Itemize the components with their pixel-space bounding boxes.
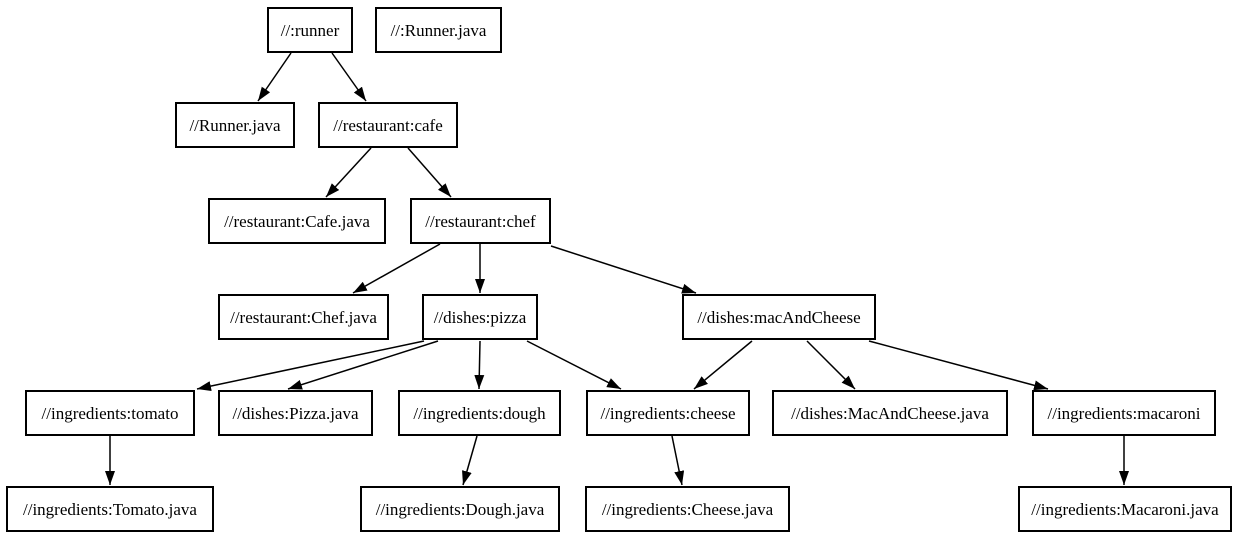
graph-edge-cheese-to-cheese-java: [671, 435, 685, 486]
graph-node-pizza-java: //dishes:Pizza.java: [218, 390, 373, 436]
graph-edge-mac-and-cheese-to-mac-and-cheese-java: [806, 340, 856, 390]
graph-node-dough-java: //ingredients:Dough.java: [360, 486, 560, 532]
graph-edge-pizza-to-dough: [474, 340, 485, 390]
graph-edge-pizza-to-tomato: [196, 340, 425, 391]
graph-node-dough: //ingredients:dough: [398, 390, 561, 436]
graph-node-macaroni-java: //ingredients:Macaroni.java: [1018, 486, 1232, 532]
graph-node-mac-and-cheese: //dishes:macAndCheese: [682, 294, 876, 340]
graph-node-mac-and-cheese-java: //dishes:MacAndCheese.java: [772, 390, 1008, 436]
graph-edge-cafe-to-chef: [407, 147, 452, 198]
graph-node-cafe: //restaurant:cafe: [318, 102, 458, 148]
graph-node-cheese: //ingredients:cheese: [586, 390, 750, 436]
graph-node-cafe-java: //restaurant:Cafe.java: [208, 198, 386, 244]
graph-node-cheese-java: //ingredients:Cheese.java: [585, 486, 790, 532]
graph-edge-pizza-to-cheese: [526, 340, 622, 390]
graph-edge-chef-to-chef-java: [352, 243, 441, 294]
graph-edge-chef-to-mac-and-cheese: [550, 245, 697, 294]
graph-node-tomato: //ingredients:tomato: [25, 390, 195, 436]
graph-edge-pizza-to-pizza-java: [287, 340, 439, 390]
graph-node-chef-java: //restaurant:Chef.java: [218, 294, 389, 340]
graph-node-macaroni: //ingredients:macaroni: [1032, 390, 1216, 436]
graph-node-runner: //:runner: [267, 7, 353, 53]
graph-node-tomato-java: //ingredients:Tomato.java: [6, 486, 214, 532]
graph-node-runner-java: //Runner.java: [175, 102, 295, 148]
graph-edge-runner-to-runner-java: [257, 52, 292, 102]
graph-edge-dough-to-dough-java: [462, 435, 478, 486]
graph-edge-cafe-to-cafe-java: [325, 147, 372, 198]
graph-node-chef: //restaurant:chef: [410, 198, 551, 244]
graph-node-pizza: //dishes:pizza: [422, 294, 538, 340]
graph-edge-mac-and-cheese-to-cheese: [693, 340, 753, 390]
graph-node-runner-java-isolated: //:Runner.java: [375, 7, 502, 53]
graph-edge-mac-and-cheese-to-macaroni: [868, 340, 1049, 391]
graph-edge-runner-to-cafe: [331, 52, 367, 102]
